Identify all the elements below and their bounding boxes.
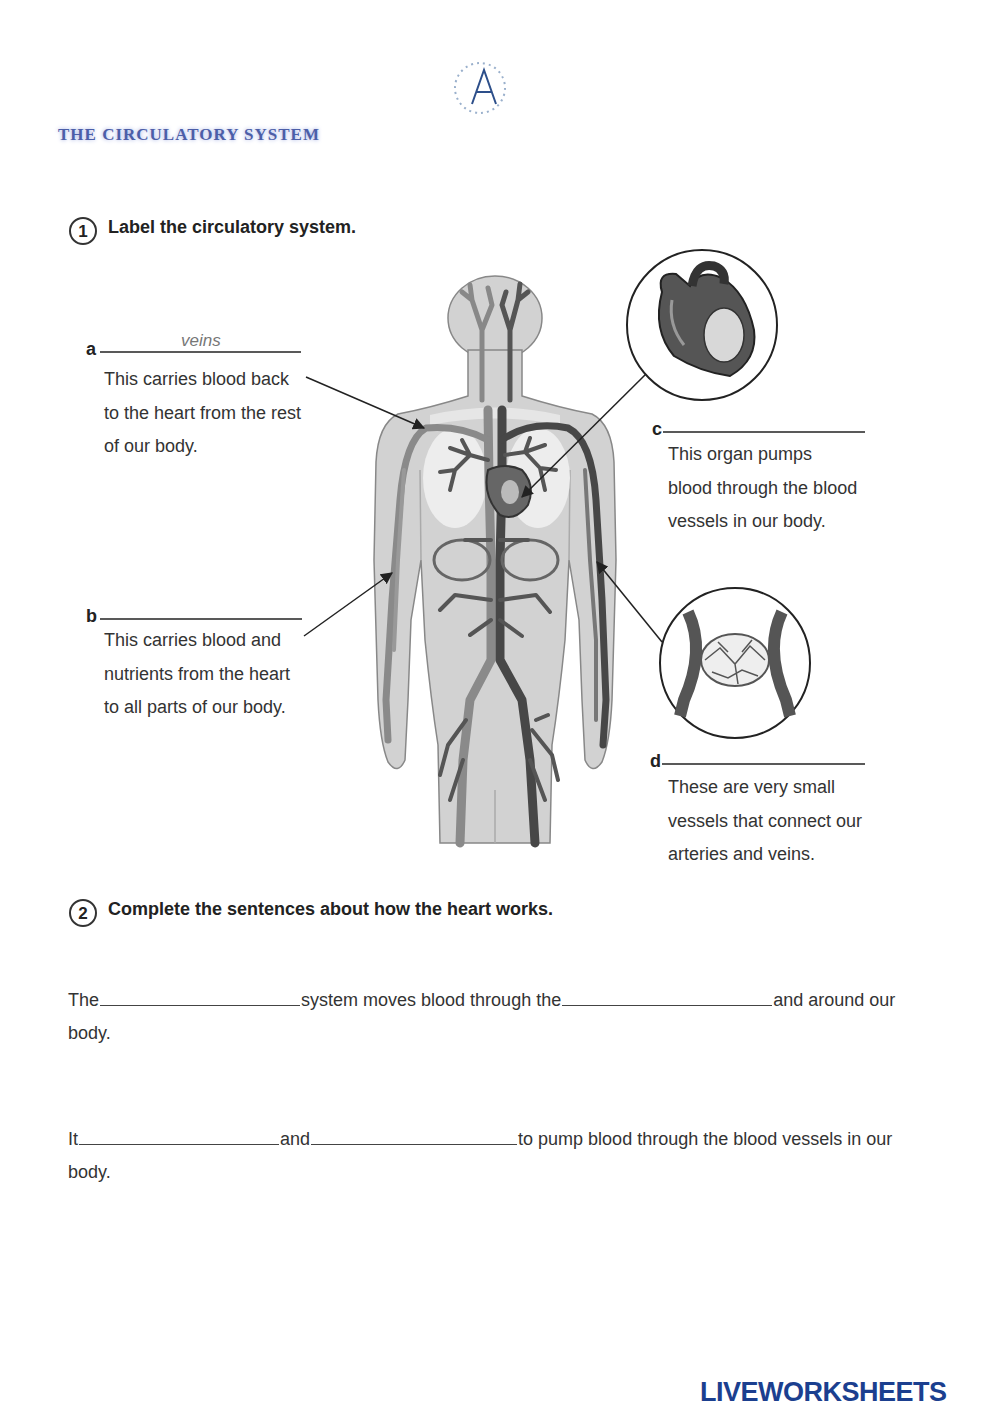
body-silhouette [430,408,560,426]
description: This carries blood and nutrients from th… [104,624,294,725]
blood-vessel [386,428,488,741]
body-silhouette [423,428,487,528]
heart [487,466,531,517]
footer-logo: LIVEWORKSHEETS [700,1377,947,1407]
heart [487,466,531,517]
leader-arrow [304,573,392,636]
blood-vessel [502,284,528,400]
leader-arrow [522,374,646,497]
blood-vessel [440,715,558,800]
capillary-zoom [774,612,790,716]
sentence-text: It [68,1129,78,1149]
answer-text: veins [181,330,221,352]
answer-line [100,618,302,620]
fill-in-sentence: It andto pump blood through the blood ves… [68,1123,930,1189]
blood-vessel [585,470,596,720]
capillary-zoom [660,588,810,738]
label-letter: c [652,418,662,440]
instruction: Complete the sentences about how the hea… [108,898,553,920]
blood-vessel [502,540,558,580]
blood-vessel [440,440,488,490]
step-number: 1 [78,223,87,240]
capillary-zoom [660,588,810,738]
heart-zoom [627,250,777,400]
heart [501,480,519,504]
label-letter: a [86,338,96,360]
blood-vessel [440,540,550,636]
heart-zoom [627,250,777,400]
description: This organ pumps blood through the blood… [668,438,858,539]
label-letter: d [650,750,661,772]
step-number-circle: 1 [69,217,97,245]
body-silhouette [374,350,616,843]
school-logo [463,66,498,109]
answer-line [662,763,865,765]
leader-arrow [597,562,662,642]
capillary-zoom [705,640,765,684]
capillary-zoom [701,634,769,686]
leader-arrow [306,377,424,428]
body-silhouette [448,276,542,360]
description: These are very small vessels that connec… [668,771,868,872]
school-logo [472,70,496,104]
sentence-text: and [280,1129,310,1149]
leader-arrow [304,374,662,642]
sentence-text: to pump blood through the blood vessels … [68,1129,892,1182]
heart-zoom [704,308,744,362]
worksheet-title: THE CIRCULATORY SYSTEM [58,124,320,146]
fill-in-sentence: Thesystem moves blood through theand aro… [68,984,930,1050]
sentence-text: system moves blood through the [301,990,561,1010]
blood-vessel [462,285,492,400]
step-number: 2 [78,905,87,922]
blood-vessel [434,540,490,580]
description: This carries blood back to the heart fro… [104,363,309,464]
heart-zoom [692,265,724,286]
instruction: Label the circulatory system. [108,216,356,238]
heart-zoom [659,274,755,376]
blood-vessel [394,470,404,650]
answer-blank [562,1004,772,1006]
heart-zoom [671,300,684,345]
answer-blank [100,1004,300,1006]
answer-blank [79,1143,279,1145]
answer-line [100,351,301,353]
blood-vessel [386,284,606,843]
label-letter: b [86,605,97,627]
sentence-text: The [68,990,99,1010]
answer-line [663,431,865,433]
capillary-zoom [680,612,696,716]
school-logo [455,63,505,113]
answer-blank [311,1143,517,1145]
school-logo [455,63,505,113]
body-silhouette [374,276,616,843]
step-number-circle: 2 [69,899,97,927]
